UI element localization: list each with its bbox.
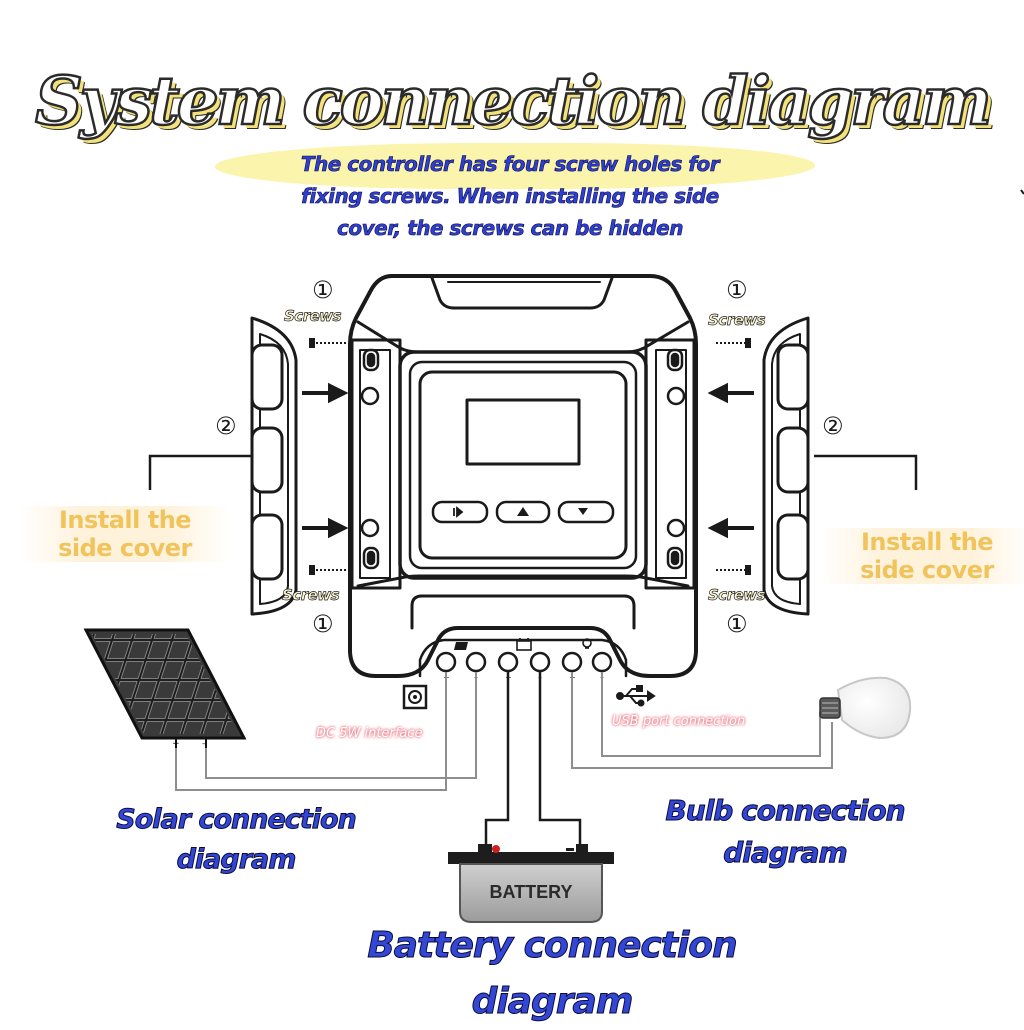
battery [448, 844, 614, 923]
marker-2-right: ② [822, 412, 844, 440]
marker-1-bottom-left: ① [312, 610, 334, 638]
bulb-terminal-icon [582, 638, 592, 649]
mounting-holes [360, 386, 686, 538]
solar-terminal-icon [454, 642, 468, 650]
screws-label-top-right: Screws [708, 311, 766, 330]
screw-slot-bottom-right [666, 546, 684, 570]
screws-label-top-left: Screws [284, 307, 342, 326]
battery-terminal-icon [516, 638, 532, 651]
terminal-block [435, 651, 613, 673]
leader-line-right [814, 454, 918, 490]
marker-1-top-left: ① [312, 276, 334, 304]
controller-body [348, 274, 698, 678]
controller-buttons [431, 500, 615, 524]
bulb-connection-label: Bulb connection diagram [665, 794, 906, 870]
usb-port-label: USB port connection [612, 714, 746, 729]
skip-icon [453, 506, 464, 518]
down-triangle-icon [578, 508, 588, 515]
screws-label-bottom-right: Screws [708, 586, 766, 605]
marker-2-left: ② [215, 412, 237, 440]
side-cover-left [250, 316, 298, 616]
diagram-title: System connection diagram [34, 61, 993, 142]
svg-text:+: + [172, 739, 180, 749]
install-side-cover-left: Install the side cover [20, 506, 230, 562]
polarity-marks: +– +– +– [443, 673, 604, 682]
svg-text:–: – [202, 739, 207, 749]
installation-note: The controller has four screw holes for … [300, 152, 720, 241]
button-down[interactable] [557, 500, 615, 524]
install-side-cover-right: Install the side cover [822, 528, 1024, 584]
dc-interface-label: DC 5W interface [316, 726, 423, 741]
screw-slot-top-right [666, 348, 684, 372]
marker-1-top-right: ① [726, 276, 748, 304]
screws-label-bottom-left: Screws [282, 586, 340, 605]
battery-connection-label: Battery connection diagram [367, 925, 738, 1023]
usb-icon [616, 685, 656, 707]
screw-slot-top-left [362, 348, 380, 372]
screw-slot-bottom-left [362, 546, 380, 570]
wiring [175, 672, 833, 791]
solar-connection-label: Solar connection diagram [116, 804, 357, 876]
solar-panel: + – [83, 628, 247, 749]
bulb-icon [819, 676, 912, 740]
screw-icons [309, 338, 751, 575]
marker-1-bottom-right: ① [726, 610, 748, 638]
battery-wiring [484, 672, 582, 848]
side-cover-right [762, 316, 810, 616]
up-triangle-icon [517, 507, 529, 516]
dc-jack-icon [402, 684, 428, 710]
arrow-icons [302, 382, 754, 539]
battery-box-label: BATTERY [489, 882, 573, 902]
leader-line-left [148, 454, 252, 490]
